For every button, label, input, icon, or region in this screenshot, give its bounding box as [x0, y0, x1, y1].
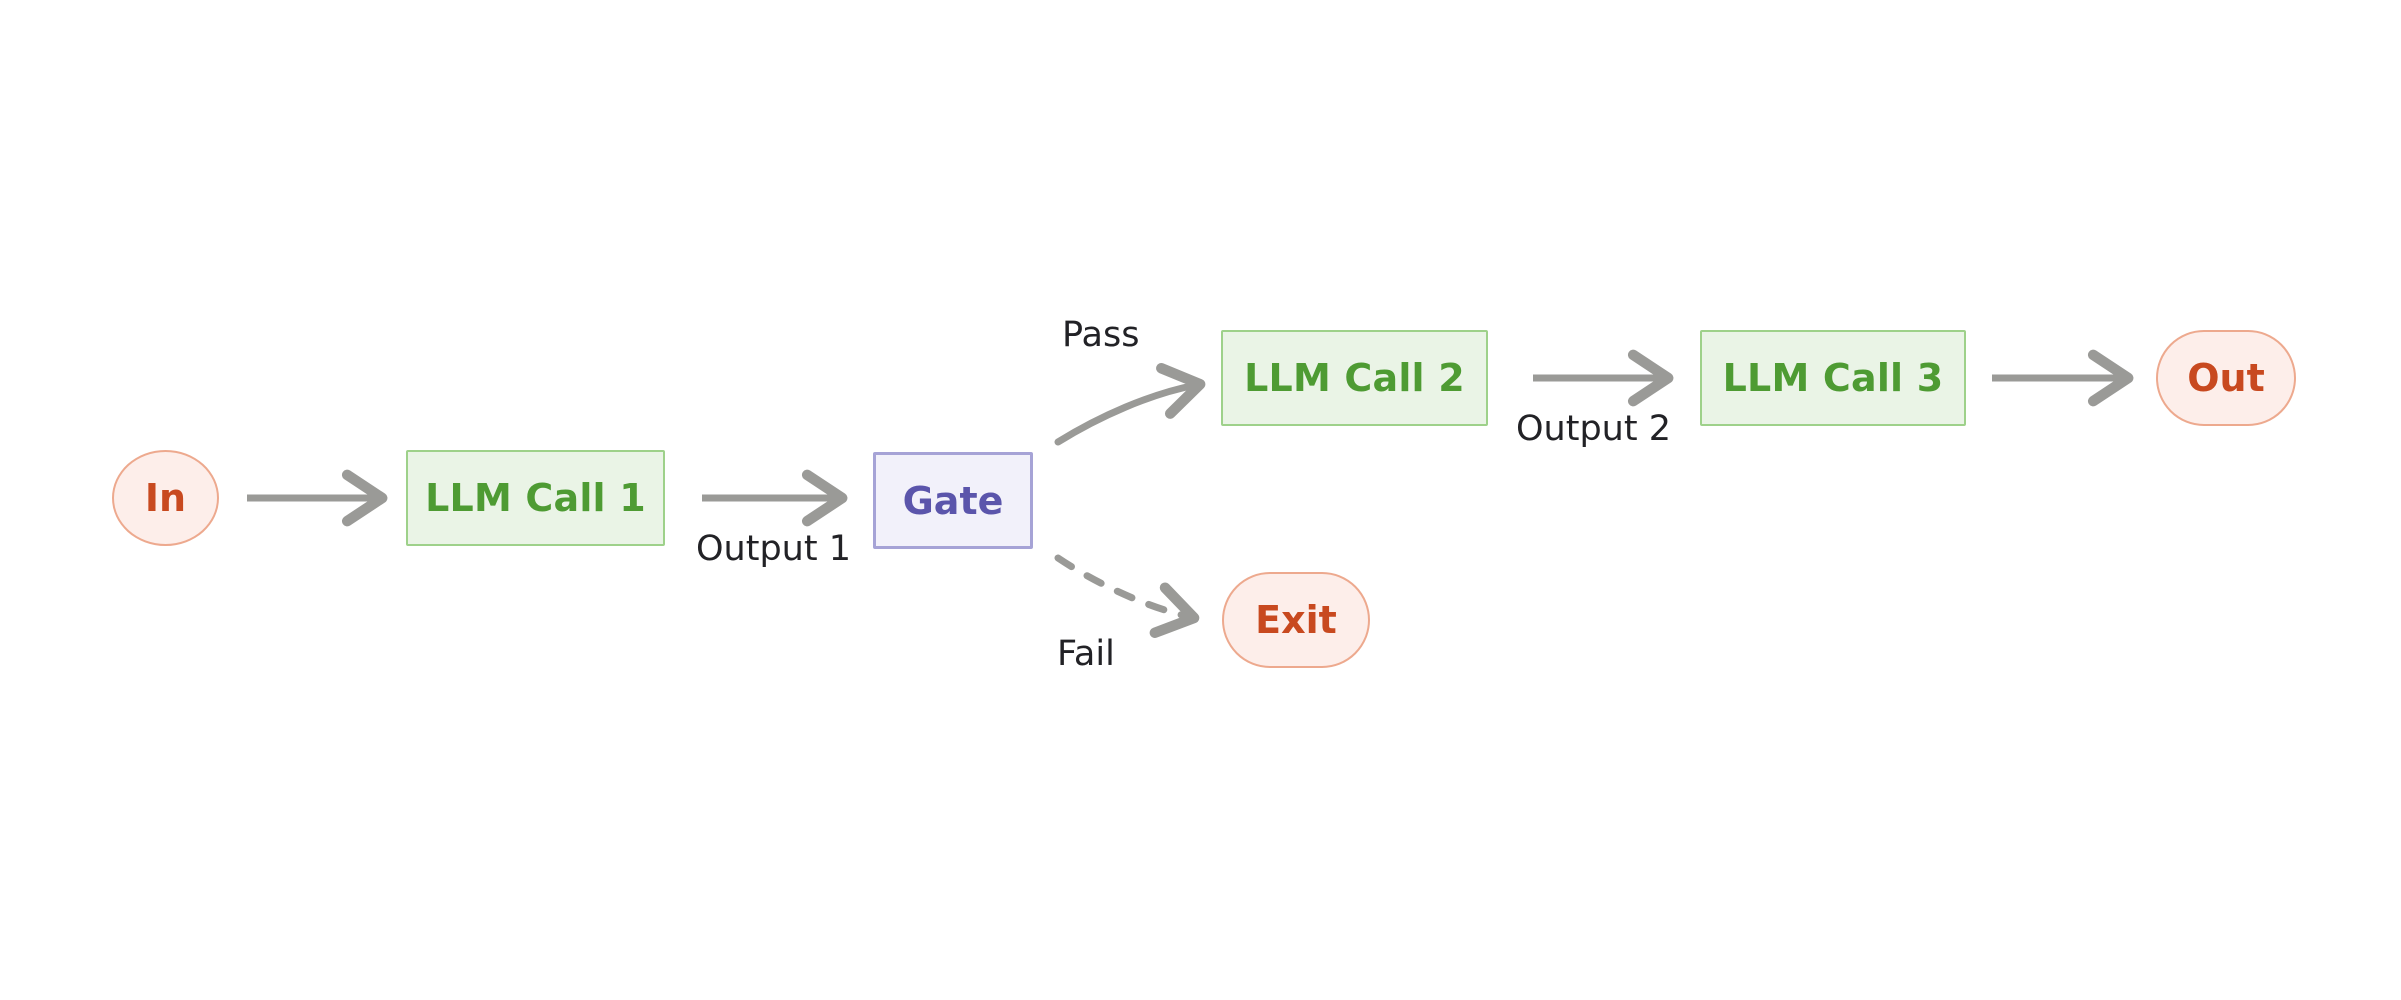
- edge-label-output-1: Output 1: [696, 529, 851, 569]
- node-llm-call-1[interactable]: LLM Call 1: [406, 450, 665, 546]
- edge-gate-to-exit: [1054, 554, 1200, 639]
- node-gate[interactable]: Gate: [873, 452, 1033, 549]
- node-gate-label: Gate: [902, 478, 1004, 523]
- edge-label-pass: Pass: [1062, 315, 1140, 355]
- node-llm-call-1-label: LLM Call 1: [425, 476, 646, 520]
- edge-label-output-2: Output 2: [1516, 409, 1671, 449]
- node-in-label: In: [144, 476, 187, 520]
- edge-gate-to-llm2: [1054, 363, 1206, 446]
- node-llm-call-3-label: LLM Call 3: [1722, 356, 1944, 400]
- node-in[interactable]: In: [112, 450, 219, 546]
- node-llm-call-3[interactable]: LLM Call 3: [1700, 330, 1966, 426]
- node-out-label: Out: [2187, 356, 2265, 400]
- node-out[interactable]: Out: [2156, 330, 2296, 426]
- node-llm-call-2-label: LLM Call 2: [1244, 356, 1465, 400]
- node-exit-label: Exit: [1255, 598, 1337, 642]
- node-llm-call-2[interactable]: LLM Call 2: [1221, 330, 1488, 426]
- node-exit[interactable]: Exit: [1222, 572, 1370, 668]
- edge-label-fail: Fail: [1057, 634, 1115, 674]
